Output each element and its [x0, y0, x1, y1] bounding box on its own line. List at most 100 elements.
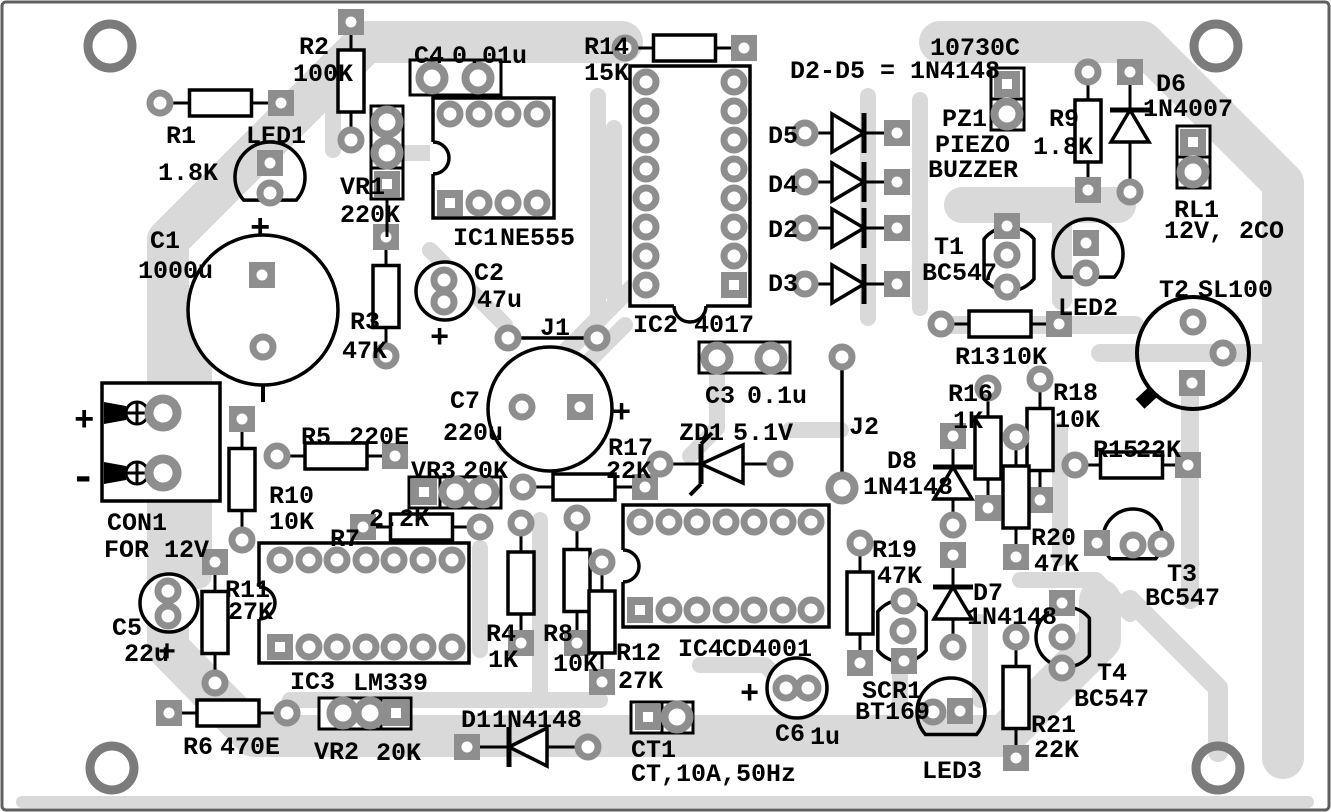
- silk-label: 220K: [340, 201, 400, 230]
- pad-ring: [1002, 423, 1030, 451]
- pad-ring: [337, 126, 365, 154]
- pad-ring: [372, 342, 400, 370]
- pad-ring: [1072, 259, 1100, 287]
- mount-hole: [1189, 19, 1243, 73]
- component-t2: [1135, 295, 1251, 411]
- silk-label: R2: [299, 33, 329, 62]
- resistor-body: [336, 48, 366, 114]
- component-r13: [927, 309, 1072, 339]
- silk-label: R17: [608, 434, 653, 463]
- silk-label: 4017: [694, 311, 754, 340]
- silk-label: R8: [543, 620, 573, 649]
- silk-label: IC4: [678, 635, 723, 664]
- pad-ring: [563, 504, 591, 532]
- component-c6: [765, 656, 829, 720]
- silk-label: 1.8K: [1033, 133, 1093, 162]
- resistor-body: [303, 441, 369, 471]
- pad-ring: [632, 155, 660, 183]
- silk-label: 1N4148: [967, 603, 1057, 632]
- pad-hole: [1002, 79, 1012, 89]
- silk-label: IC1: [453, 224, 498, 253]
- pad-hole: [275, 97, 287, 109]
- component-r6: [156, 698, 301, 728]
- pad-ring: [939, 633, 967, 661]
- resistor-body: [562, 547, 592, 614]
- pad-ring: [352, 633, 380, 661]
- silk-label: R13: [955, 343, 1000, 372]
- component-r18: [1025, 365, 1055, 513]
- component-t1: [982, 213, 1036, 301]
- silk-label: 47K: [1034, 550, 1079, 579]
- pad-ring: [683, 596, 711, 624]
- pad-ring: [1026, 365, 1054, 393]
- silk-label: R1: [166, 122, 196, 151]
- pad-ring: [632, 68, 660, 96]
- pad-ring: [438, 633, 466, 661]
- pad-ring: [465, 100, 493, 128]
- pad-ring: [720, 213, 748, 241]
- resistor-body: [1001, 464, 1031, 530]
- pad-hole: [461, 741, 473, 753]
- silk-label: 10K: [269, 508, 314, 537]
- pad-ring: [700, 341, 734, 375]
- silk-label: D2-D5 = 1N4148: [790, 57, 1000, 86]
- silk-label: BT169: [855, 698, 930, 727]
- pad-ring: [919, 698, 947, 726]
- silk-label: +: [612, 395, 631, 432]
- pad-ring: [466, 513, 494, 541]
- pad-ring: [1048, 623, 1076, 651]
- component-d7: [930, 542, 976, 661]
- silk-label: FOR 12V: [104, 536, 209, 565]
- silk-label: R5: [301, 423, 331, 452]
- pad-ring: [720, 184, 748, 212]
- pad-ring: [409, 633, 437, 661]
- silk-label: 15K: [584, 59, 629, 88]
- silk-label: R6: [183, 733, 213, 762]
- silk-label: C5: [112, 614, 142, 643]
- pad-hole: [891, 127, 903, 139]
- silk-label: BC547: [1074, 685, 1149, 714]
- pad-hole: [954, 705, 966, 717]
- component-c7: [486, 345, 614, 473]
- component-t4: [1034, 590, 1092, 682]
- pad-ring: [228, 526, 256, 554]
- pad-ring: [655, 596, 683, 624]
- pad-ring: [154, 577, 182, 605]
- silk-label: 22K: [1034, 736, 1079, 765]
- pad-ring: [380, 633, 408, 661]
- pad-ring: [794, 674, 822, 702]
- silk-label: 10K: [1055, 406, 1100, 435]
- silk-label: 20K: [463, 457, 508, 486]
- pad-hole: [635, 605, 645, 615]
- capacitor-outline: [486, 345, 614, 473]
- pad-hole: [419, 487, 429, 497]
- resistor-body: [227, 446, 257, 513]
- silk-label: J2: [849, 413, 879, 442]
- silk-label: BUZZER: [928, 156, 1018, 185]
- pad-ring: [352, 546, 380, 574]
- pad-ring: [266, 546, 294, 574]
- mount-hole: [85, 741, 139, 795]
- pad-ring: [720, 155, 748, 183]
- component-r17: [509, 472, 658, 502]
- pad-ring: [683, 508, 711, 536]
- silk-label: R19: [872, 536, 917, 565]
- silk-label: C2: [474, 259, 504, 288]
- silk-label: 10730C: [930, 34, 1020, 63]
- component-zd1: [646, 431, 794, 497]
- resistor-body: [200, 589, 230, 656]
- silk-label: 12V, 2CO: [1164, 217, 1284, 246]
- component-r9: [1073, 58, 1103, 203]
- pad-ring: [632, 213, 660, 241]
- mount-hole: [1191, 741, 1245, 795]
- silk-label: VR2: [314, 738, 359, 767]
- silk-label: IC3: [290, 668, 335, 697]
- silk-label: NE555: [500, 224, 575, 253]
- silk-label: VR1: [340, 173, 385, 202]
- pad-hole: [1082, 184, 1094, 196]
- resistor-body: [587, 589, 617, 655]
- component-d8: [930, 423, 976, 539]
- pad-ring: [632, 126, 660, 154]
- pad-ring: [466, 475, 500, 509]
- silk-label: CON1: [107, 509, 167, 538]
